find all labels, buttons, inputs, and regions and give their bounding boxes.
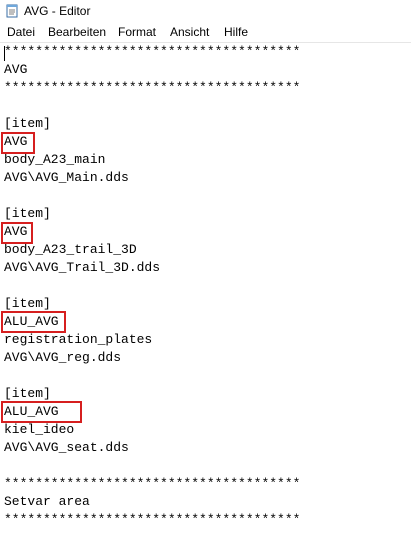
editor-line: registration_plates <box>4 332 153 347</box>
editor-line: [item] <box>4 116 51 131</box>
editor-line: Setvar area <box>4 494 90 509</box>
menu-ansicht[interactable]: Ansicht <box>170 25 210 39</box>
editor-line: [item] <box>4 296 51 311</box>
editor-line: kiel_ideo <box>4 422 75 437</box>
editor-line: AVG <box>4 62 28 77</box>
editor-line: ************************************** <box>4 80 301 95</box>
menu-bar: Datei Bearbeiten Format Ansicht Hilfe <box>0 22 411 43</box>
editor-line: [item] <box>4 206 51 221</box>
notepad-icon <box>6 4 18 18</box>
menu-datei[interactable]: Datei <box>7 25 36 39</box>
editor-line: [item] <box>4 386 51 401</box>
editor-line: body_A23_main <box>4 152 106 167</box>
editor-line: AVG\AVG_reg.dds <box>4 350 122 365</box>
menu-format[interactable]: Format <box>118 25 157 39</box>
window-title: AVG - Editor <box>24 4 91 18</box>
editor-line: ************************************** <box>4 512 301 527</box>
editor-line: AVG <box>4 134 28 149</box>
editor-line: ************************************** <box>4 476 301 491</box>
editor-line: AVG\AVG_Trail_3D.dds <box>4 260 161 275</box>
menu-bearbeiten[interactable]: Bearbeiten <box>48 25 107 39</box>
text-editor-area[interactable]: ************************************** A… <box>0 43 411 534</box>
editor-line: AVG\AVG_Main.dds <box>4 170 129 185</box>
title-bar: AVG - Editor <box>0 0 411 22</box>
editor-line: AVG <box>4 224 28 239</box>
editor-line: ALU_AVG <box>4 404 59 419</box>
editor-line: ALU_AVG <box>4 314 59 329</box>
menu-hilfe[interactable]: Hilfe <box>224 25 249 39</box>
editor-line: body_A23_trail_3D <box>4 242 137 257</box>
editor-line: ************************************** <box>4 44 301 59</box>
text-caret <box>4 46 5 61</box>
editor-line: AVG\AVG_seat.dds <box>4 440 129 455</box>
